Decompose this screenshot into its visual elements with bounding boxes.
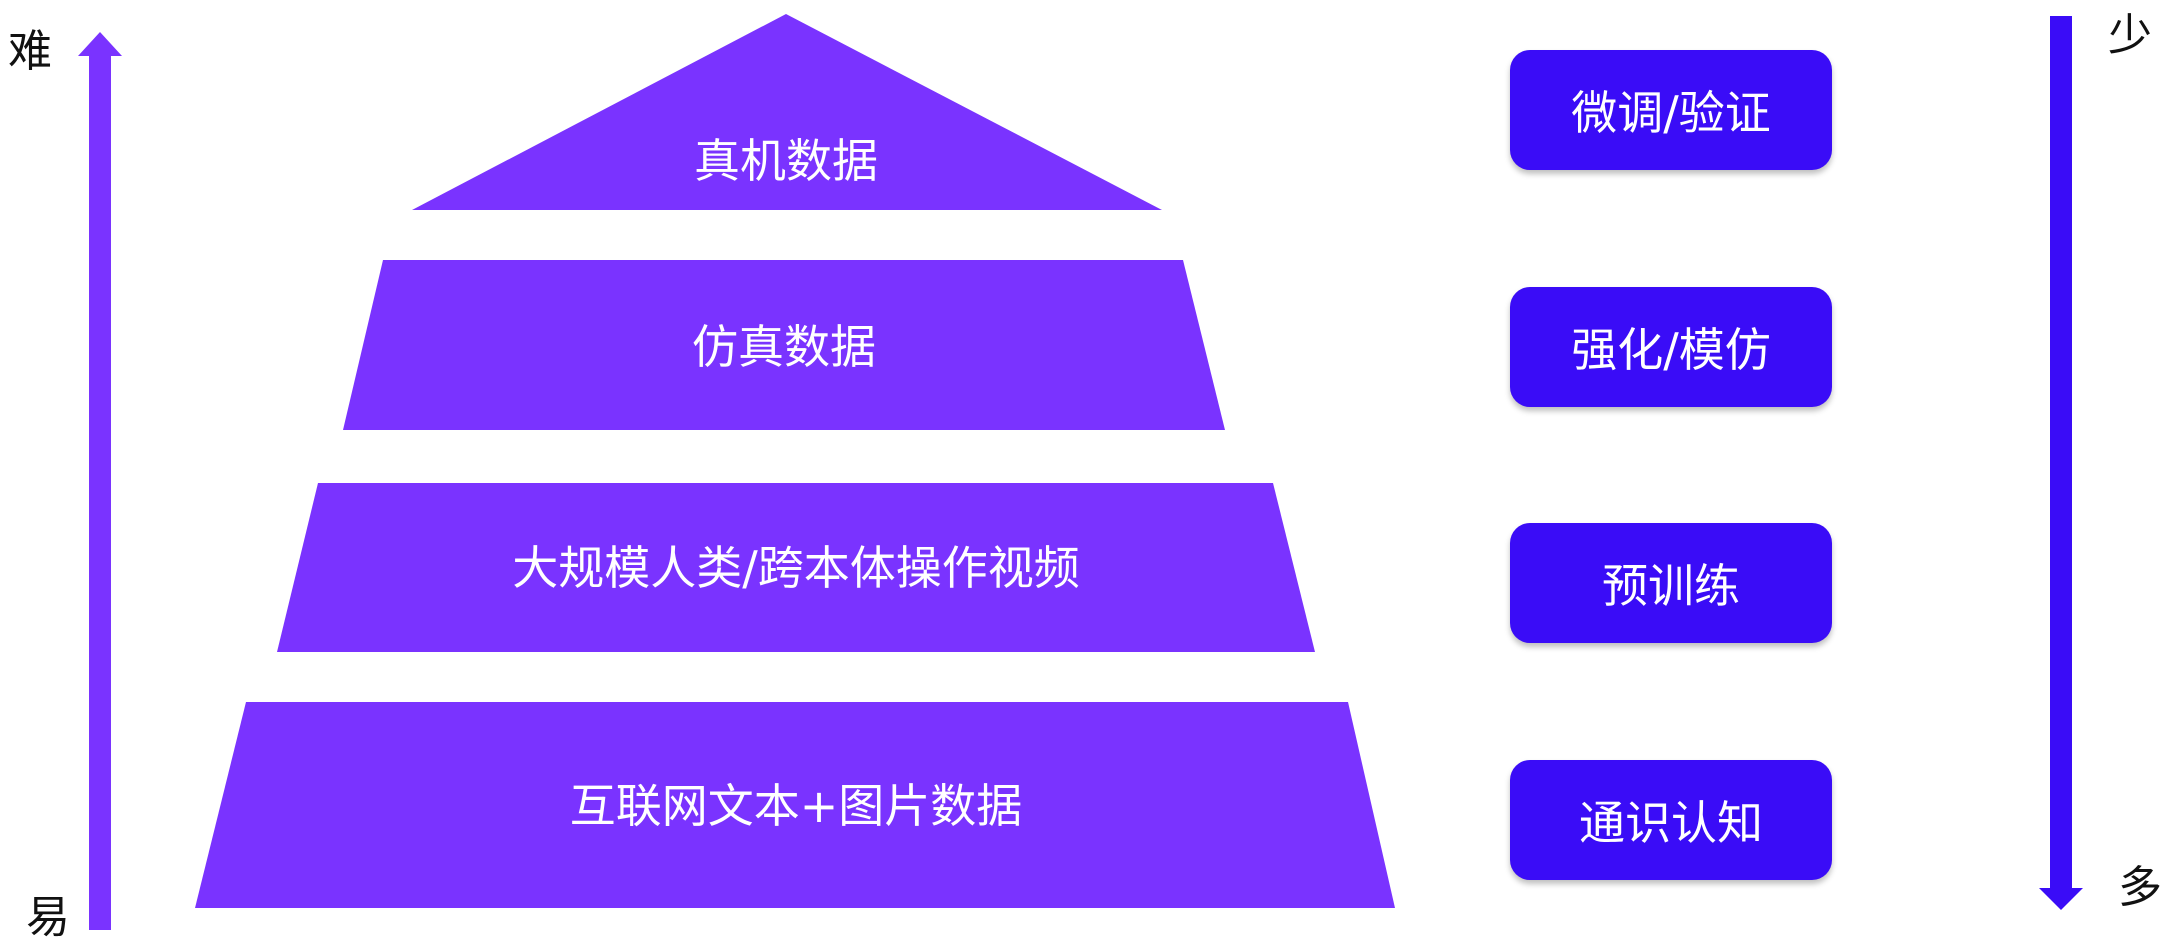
difficulty-bottom-label: 易: [26, 892, 70, 943]
pyramid-tier-top: [412, 14, 1162, 210]
pyramid-tier-label: 大规模人类/跨本体操作视频: [512, 541, 1080, 595]
stage-box-reinforcement: 强化/模仿: [1510, 287, 1832, 407]
pyramid-tier-label: 互联网文本+图片数据: [569, 779, 1023, 833]
pyramid-tier-label: 仿真数据: [692, 320, 876, 374]
pyramid-tier-2: [343, 260, 1225, 430]
quantity-bottom-label: 多: [2118, 862, 2162, 913]
pyramid-tier-bottom: [195, 702, 1395, 908]
stage-box-general-cognition: 通识认知: [1510, 760, 1832, 880]
quantity-top-label: 少: [2108, 10, 2152, 61]
pyramid-tier-3: [277, 483, 1315, 652]
quantity-arrow-down: [2039, 16, 2083, 910]
pyramid-tier-label: 真机数据: [694, 134, 878, 188]
difficulty-arrow-up: [78, 32, 122, 930]
stage-box-pretrain: 预训练: [1510, 523, 1832, 643]
stage-box-finetune: 微调/验证: [1510, 50, 1832, 170]
difficulty-top-label: 难: [8, 26, 52, 77]
